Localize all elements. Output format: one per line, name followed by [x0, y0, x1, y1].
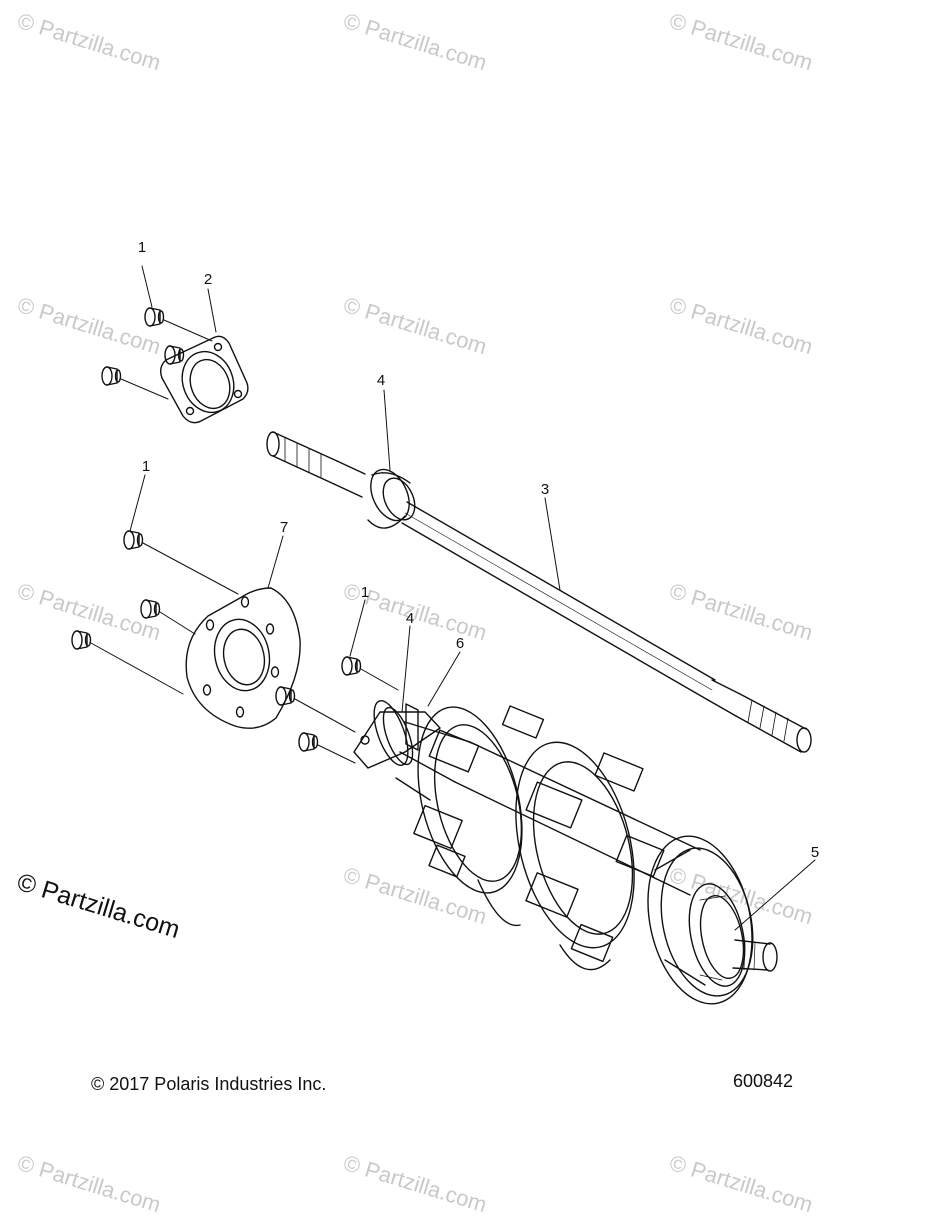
copyright-text: © 2017 Polaris Industries Inc.	[91, 1074, 327, 1094]
track-drive-assembly	[353, 700, 778, 1005]
callout-number: 2	[204, 271, 212, 288]
bolt	[144, 307, 165, 327]
diagram-number: 600842	[733, 1071, 794, 1091]
bolt	[123, 530, 144, 550]
bolt	[71, 630, 92, 650]
bolt	[275, 686, 296, 706]
callout-number: 4	[406, 610, 414, 627]
callout-number: 1	[361, 584, 369, 601]
drive-shaft	[266, 431, 812, 753]
callout-number: 7	[280, 519, 288, 536]
bolt	[101, 366, 122, 386]
bolt	[164, 345, 185, 365]
callout-number: 4	[377, 372, 385, 389]
mounting-plate	[185, 587, 301, 729]
bolt	[298, 732, 319, 752]
callout-number: 1	[142, 458, 150, 475]
callout-number: 1	[138, 239, 146, 256]
callout-number: 5	[811, 844, 819, 861]
callout-number: 3	[541, 481, 549, 498]
bolt	[140, 599, 161, 619]
bolt	[341, 656, 362, 676]
callout-number: 6	[456, 635, 464, 652]
bearing-flange	[159, 335, 249, 424]
